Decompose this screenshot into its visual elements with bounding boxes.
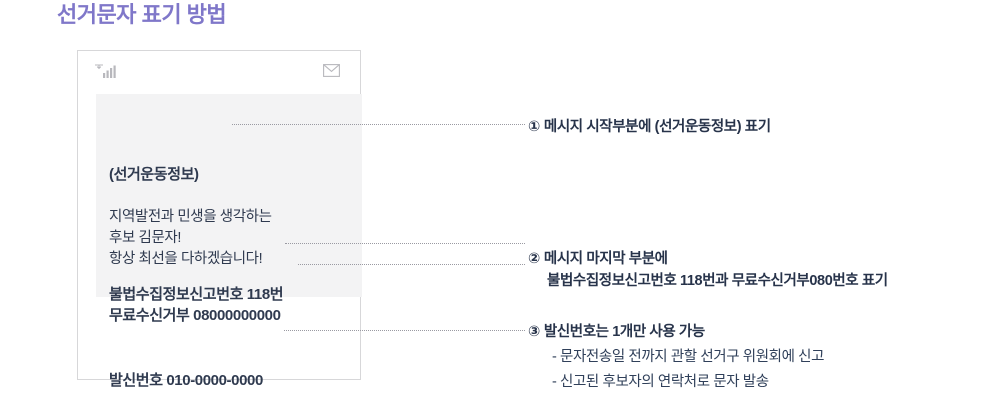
message-footer-optout-number: 무료수신거부 08000000000 [109, 307, 281, 324]
annotation-3-marker: ③ [528, 324, 540, 340]
annotation-2-text-1: 메시지 마지막 부분에 [543, 251, 668, 267]
message-body-line-1: 지역발전과 민생을 생각하는 [109, 209, 272, 225]
annotation-3-bullet-2: - 신고된 후보자의 연락처로 문자 발송 [552, 374, 769, 390]
envelope-icon [323, 64, 340, 77]
message-body-line-2: 후보 김문자! [109, 230, 181, 246]
phone-message-card: (선거운동정보) 지역발전과 민생을 생각하는 후보 김문자! 항상 최선을 다… [77, 50, 362, 389]
annotation-3-text: 발신번호는 1개만 사용 가능 [543, 324, 705, 340]
annotation-2-marker: ② [528, 251, 540, 267]
annotation-1-marker: ① [528, 119, 540, 135]
message-header-label: (선거운동정보) [109, 166, 199, 183]
page-title: 선거문자 표기 방법 [57, 2, 227, 27]
message-footer-report-number: 불법수집정보신고번호 118번 [109, 286, 284, 303]
connector-line-1 [232, 124, 525, 125]
annotation-2-line-2: 불법수집정보신고번호 118번과 무료수신거부080번호 표기 [547, 273, 888, 289]
message-body-line-3: 항상 최선을 다하겠습니다! [109, 251, 263, 267]
connector-line-4 [284, 330, 525, 331]
annotation-3-bullet-1: - 문자전송일 전까지 관할 선거구 위원회에 신고 [552, 349, 825, 365]
annotation-1-text: 메시지 시작부분에 (선거운동정보) 표기 [543, 119, 771, 135]
signal-bars-icon [95, 64, 117, 79]
sender-number-label: 발신번호 010-0000-0000 [109, 372, 263, 389]
connector-line-3 [298, 264, 525, 265]
message-bubble [96, 94, 362, 297]
connector-line-2 [285, 243, 525, 244]
phone-status-bar [78, 51, 360, 91]
